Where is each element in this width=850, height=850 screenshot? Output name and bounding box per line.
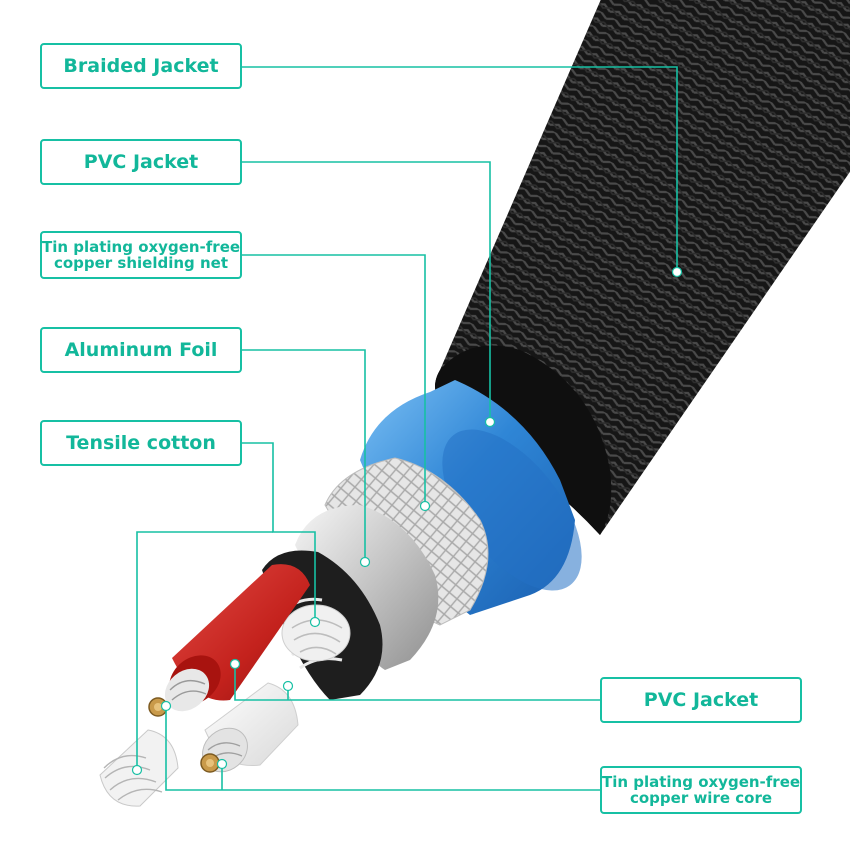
label-tensile-cotton: Tensile cotton — [40, 420, 242, 466]
label-shielding-net-line1: Tin plating oxygen-free — [41, 237, 241, 256]
label-aluminum-foil-text: Aluminum Foil — [64, 338, 218, 361]
leader-braided-jacket — [242, 66, 678, 272]
label-shielding-net: Tin plating oxygen-free copper shielding… — [40, 231, 242, 279]
label-wire-core-line1: Tin plating oxygen-free — [601, 772, 801, 791]
label-wire-core: Tin plating oxygen-free copper wire core — [600, 766, 802, 814]
leader-bare-wire — [136, 531, 273, 770]
leader-dots — [131, 266, 683, 776]
label-shielding-net-line2: copper shielding net — [53, 254, 229, 272]
label-braided-jacket: Braided Jacket — [40, 43, 242, 89]
label-pvc-jacket-inner-text: PVC Jacket — [643, 688, 759, 711]
leader-pvc-outer — [242, 161, 491, 422]
leader-shielding-net — [242, 254, 426, 506]
label-wire-core-line2: copper wire core — [629, 789, 773, 807]
leader-pvc-inner — [234, 664, 600, 701]
aluminum-foil-shape — [295, 505, 439, 670]
label-braided-jacket-text: Braided Jacket — [63, 54, 219, 77]
white-conductor-shape — [200, 682, 299, 773]
leader-aluminum-foil — [242, 349, 366, 562]
leader-wire-core — [165, 706, 600, 791]
label-tensile-cotton-text: Tensile cotton — [66, 431, 216, 454]
label-aluminum-foil: Aluminum Foil — [40, 327, 242, 373]
label-pvc-jacket-inner: PVC Jacket — [600, 677, 802, 723]
label-pvc-jacket-outer-text: PVC Jacket — [83, 150, 199, 173]
label-pvc-jacket-outer: PVC Jacket — [40, 139, 242, 185]
red-conductor-shape — [148, 564, 310, 717]
